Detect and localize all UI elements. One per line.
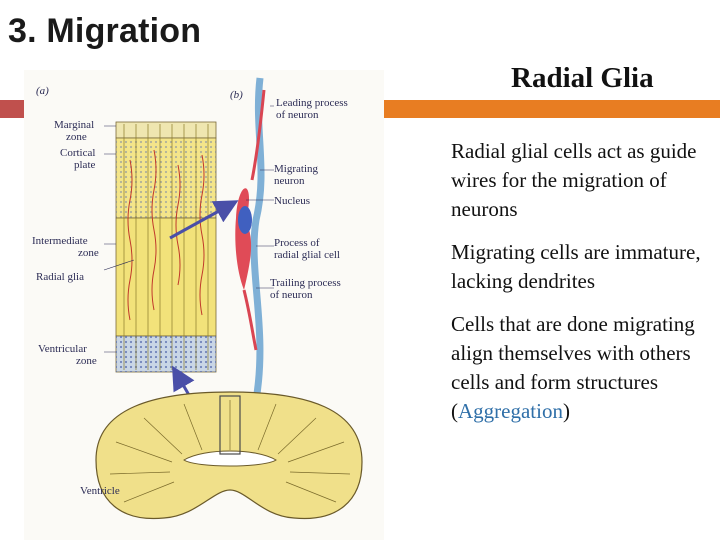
panel-b-label: (b) bbox=[230, 89, 243, 101]
migrating-neuron-label: neuron bbox=[274, 175, 305, 187]
trailing-process-label: Trailing process bbox=[270, 277, 341, 289]
intermediate-zone-label: Intermediate bbox=[32, 235, 88, 247]
accent-bar-left bbox=[0, 100, 24, 118]
brain-cross-section bbox=[95, 391, 363, 520]
aggregation-term: Aggregation bbox=[458, 399, 563, 423]
bullet-text: Radial glial cells act as guide wires fo… bbox=[451, 139, 697, 221]
process-of-radial-glial-cell-label: radial glial cell bbox=[274, 249, 340, 261]
radial-glia-label: Radial glia bbox=[36, 271, 84, 283]
ventricular-zone-label: Ventricular bbox=[38, 343, 87, 355]
cortex-column bbox=[115, 121, 217, 373]
marginal-zone-label: zone bbox=[66, 131, 87, 143]
bullet-text: Migrating cells are immature, lacking de… bbox=[451, 240, 701, 293]
cortical-plate-label: Cortical bbox=[60, 147, 95, 159]
trailing-process-label: of neuron bbox=[270, 289, 313, 301]
ventricular-zone-label: zone bbox=[76, 355, 97, 367]
process-of-radial-glial-cell-label: Process of bbox=[274, 237, 320, 249]
bullet-item: Radial glial cells act as guide wires fo… bbox=[451, 137, 717, 224]
bullet-text: Cells that are done migrating align them… bbox=[451, 312, 695, 423]
nucleus-label: Nucleus bbox=[274, 195, 310, 207]
bullet-list: Radial glial cells act as guide wires fo… bbox=[451, 137, 717, 440]
leading-process-label: of neuron bbox=[276, 109, 319, 121]
ventricle-label: Ventricle bbox=[80, 485, 120, 497]
migrating-neuron-label: Migrating bbox=[274, 163, 318, 175]
bullet-item: Cells that are done migrating align them… bbox=[451, 310, 717, 426]
slide-heading: 3. Migration bbox=[8, 12, 202, 50]
cortical-plate-label: plate bbox=[74, 159, 95, 171]
bullet-item: Migrating cells are immature, lacking de… bbox=[451, 238, 717, 296]
content-title: Radial Glia bbox=[511, 62, 654, 94]
marginal-zone-label: Marginal bbox=[54, 119, 94, 131]
panel-a-label: (a) bbox=[36, 85, 49, 97]
bullet-text-end: ) bbox=[562, 399, 570, 423]
leading-process-label: Leading process bbox=[276, 97, 348, 109]
accent-bar-right bbox=[384, 100, 720, 118]
intermediate-zone-label: zone bbox=[78, 247, 99, 259]
